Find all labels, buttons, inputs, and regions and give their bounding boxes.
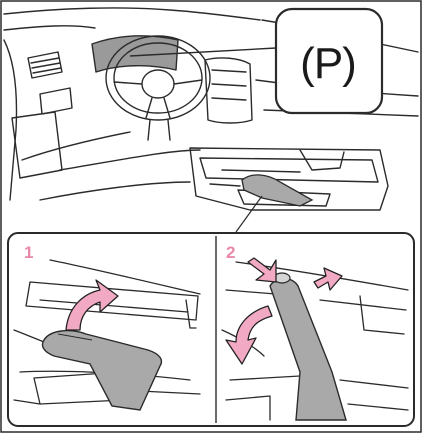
parking-brake-indicator-icon: (P) [292, 36, 364, 92]
step2-number: 2 [226, 243, 235, 263]
step1-number: 1 [24, 243, 33, 263]
